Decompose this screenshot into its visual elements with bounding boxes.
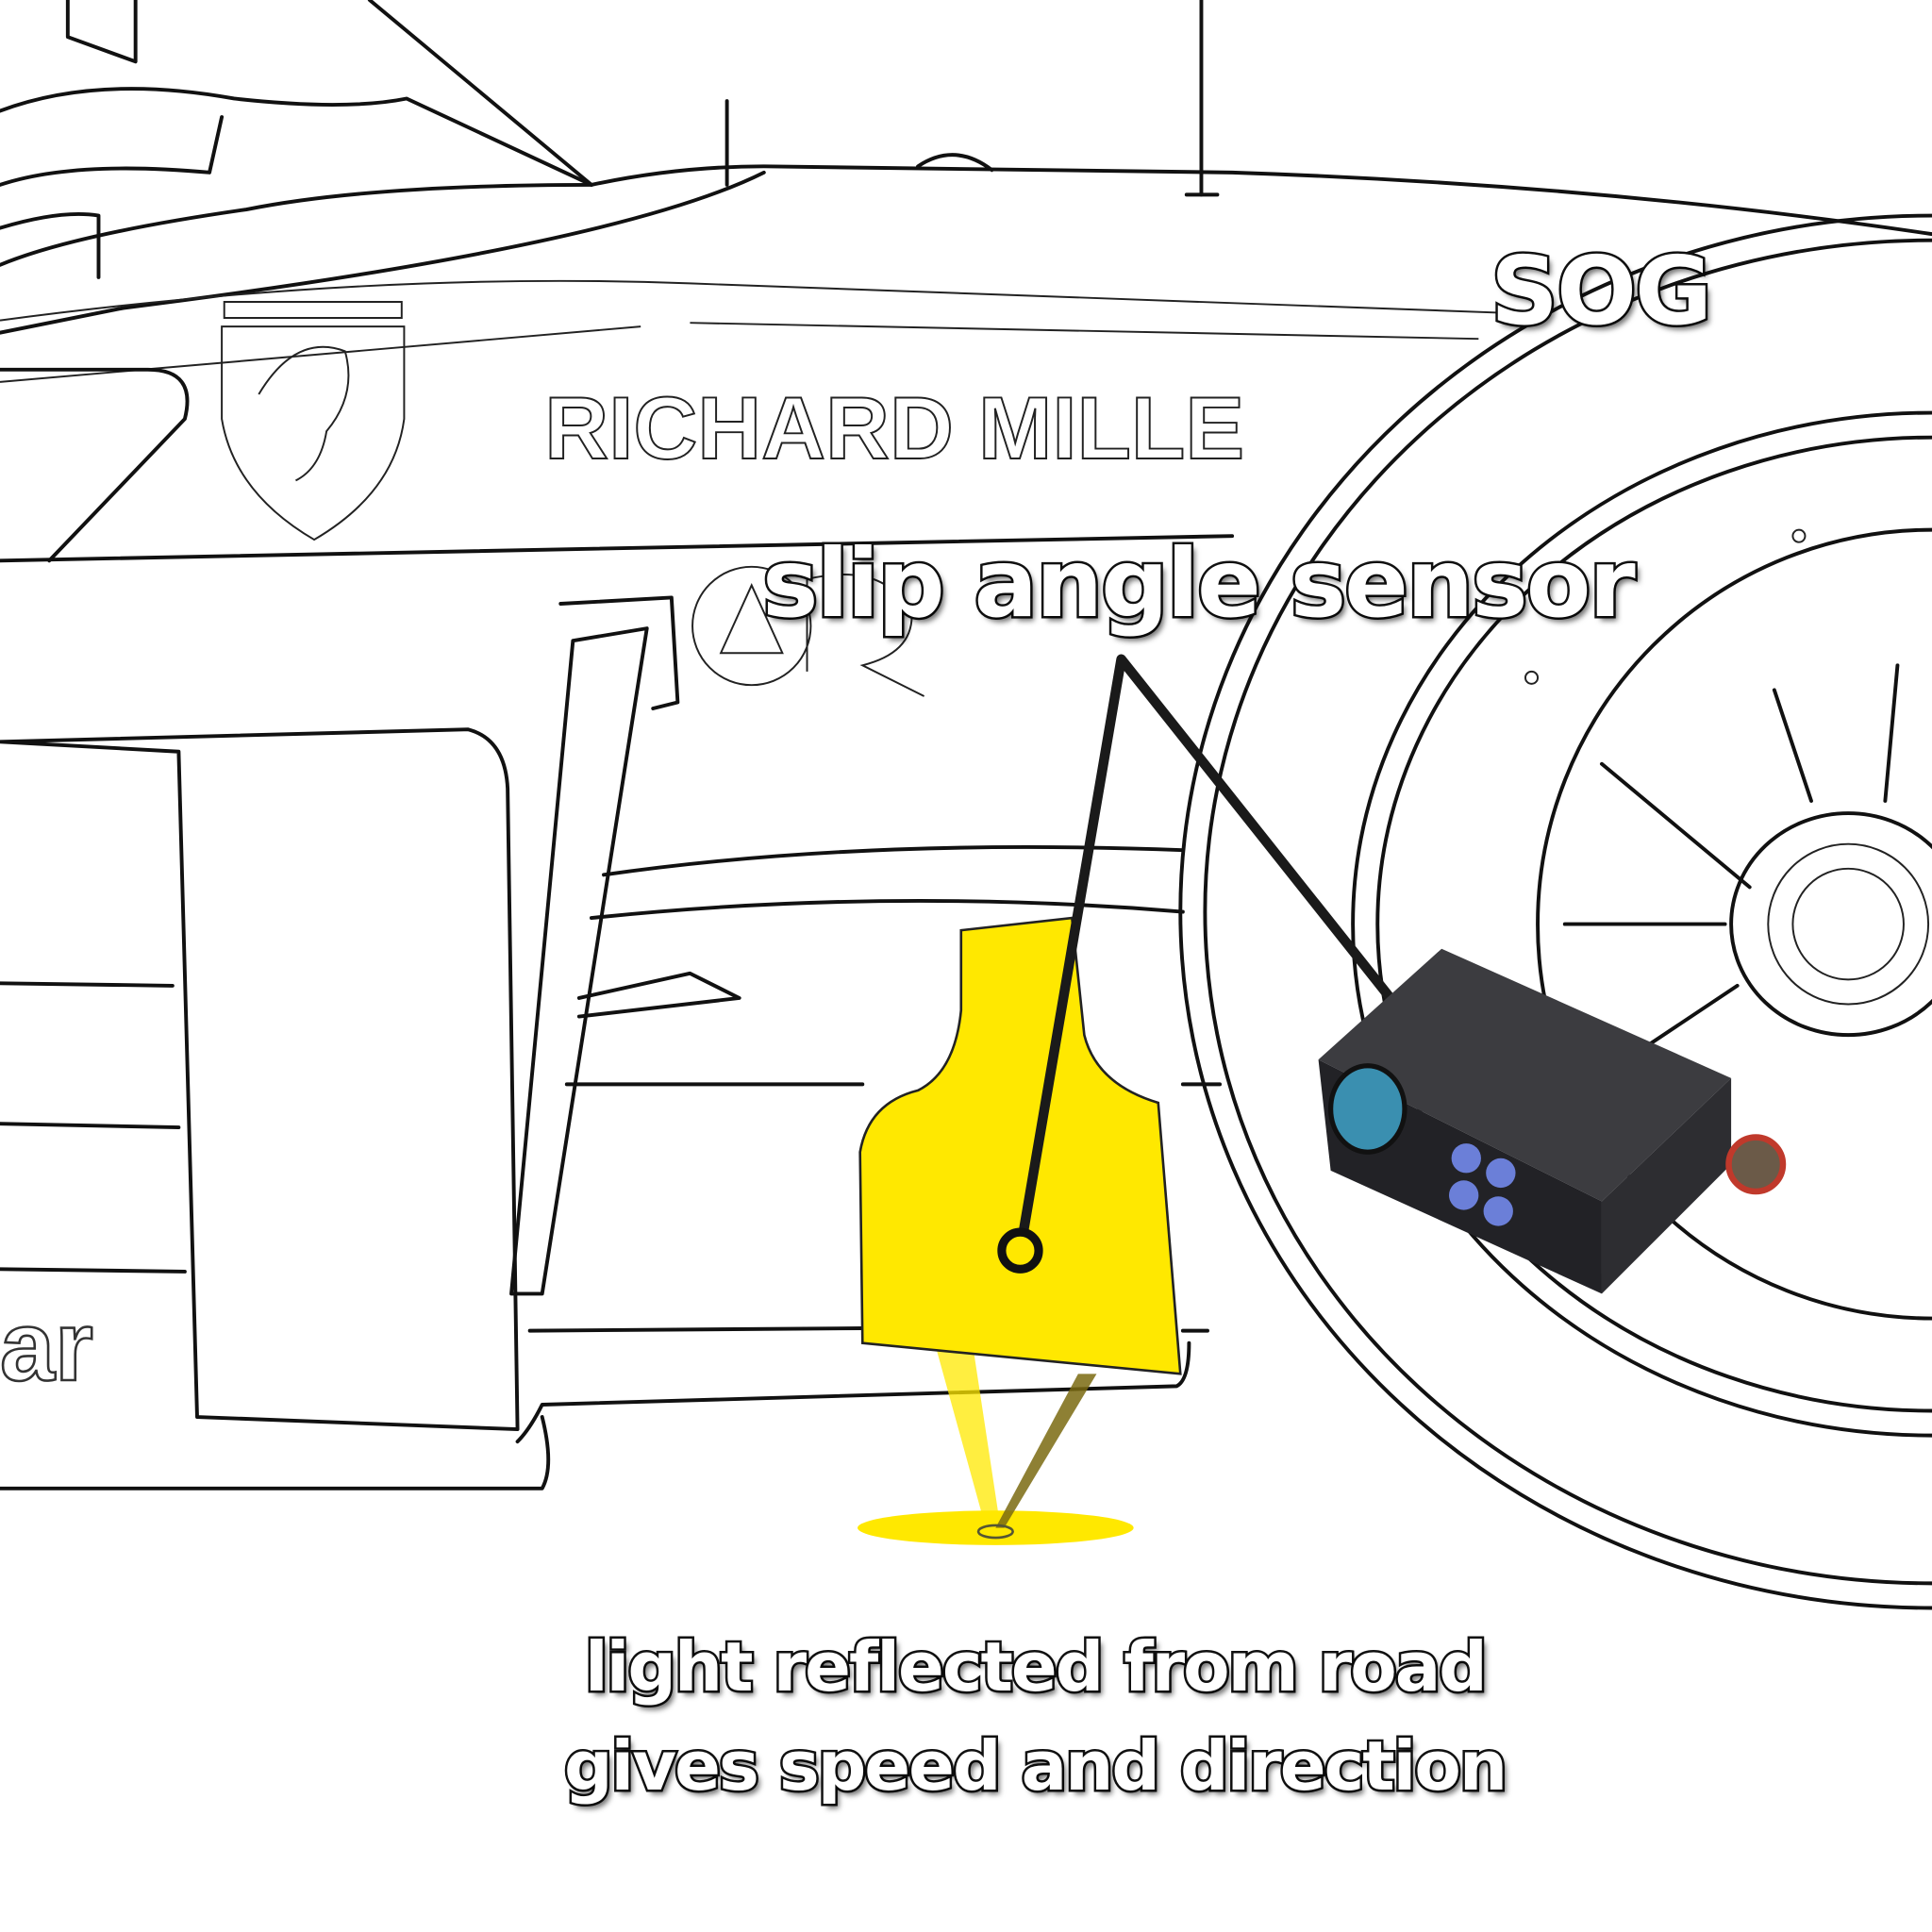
front-wing (0, 595, 1223, 1491)
sponsor-logo-outline (691, 565, 925, 697)
caption-line-2: gives speed and direction (561, 1724, 1509, 1808)
caption-line-1: light reflected from road (583, 1625, 1491, 1709)
ferrari-shield-logo (221, 301, 406, 541)
annotation-pointer (997, 654, 1397, 1274)
sponsor-lettering: RICHARD MILLE (544, 378, 1244, 477)
car-body-outline (0, 0, 1932, 563)
front-tyre (1178, 213, 1932, 1610)
annotation-title: SOG (1488, 234, 1714, 349)
sensor-highlight (858, 916, 1182, 1545)
sog-sensor-device (1318, 948, 1787, 1294)
annotation-subtitle: slip angle sensor (760, 526, 1639, 641)
logo-fragment: ar (0, 1291, 93, 1402)
